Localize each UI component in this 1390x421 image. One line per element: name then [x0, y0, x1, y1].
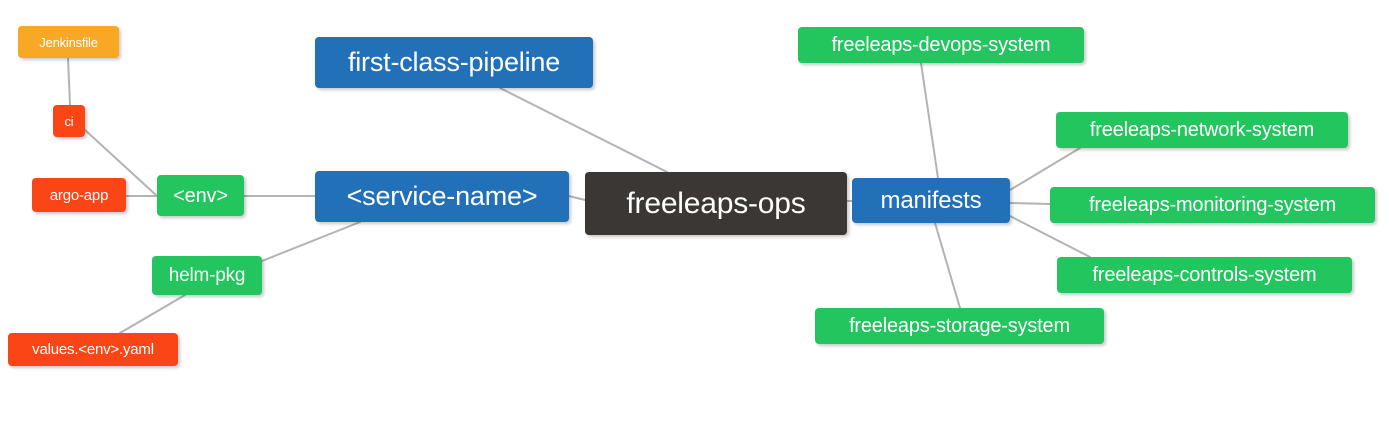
node-freeleaps-devops-system[interactable]: freeleaps-devops-system — [798, 27, 1084, 63]
node-label-manifests: manifests — [880, 186, 982, 214]
edge-helm-pkg-to-values-yaml — [119, 294, 186, 334]
edge-first-class-pipeline-to-freeleaps-ops — [499, 87, 668, 173]
node-label-env: <env> — [173, 184, 228, 207]
node-label-argo-app: argo-app — [49, 186, 109, 204]
node-label-ci: ci — [64, 113, 74, 129]
node-label-first-class-pipeline: first-class-pipeline — [347, 47, 561, 77]
node-manifests[interactable]: manifests — [852, 178, 1010, 223]
edge-manifests-to-freeleaps-monitoring-system — [1009, 202, 1051, 205]
node-freeleaps-ops[interactable]: freeleaps-ops — [585, 172, 847, 235]
node-label-freeleaps-devops-system: freeleaps-devops-system — [831, 34, 1051, 56]
node-label-values-yaml: values.<env>.yaml — [32, 341, 154, 358]
node-label-freeleaps-monitoring-system: freeleaps-monitoring-system — [1089, 194, 1336, 216]
node-label-freeleaps-storage-system: freeleaps-storage-system — [849, 315, 1070, 337]
edge-manifests-to-freeleaps-controls-system — [1009, 215, 1091, 258]
edge-manifests-to-freeleaps-network-system — [1009, 147, 1081, 191]
node-label-helm-pkg: helm-pkg — [168, 265, 246, 286]
node-env[interactable]: <env> — [157, 175, 244, 216]
node-freeleaps-network-system[interactable]: freeleaps-network-system — [1056, 112, 1348, 148]
node-label-service-name: <service-name> — [346, 181, 538, 211]
edge-jenkinsfile-to-ci — [67, 57, 71, 106]
node-service-name[interactable]: <service-name> — [315, 171, 569, 222]
node-freeleaps-controls-system[interactable]: freeleaps-controls-system — [1057, 257, 1352, 293]
edge-manifests-to-freeleaps-storage-system — [934, 222, 961, 309]
edge-ci-to-env — [84, 129, 158, 197]
edge-service-name-to-freeleaps-ops — [568, 195, 586, 201]
edge-service-name-to-helm-pkg — [261, 221, 361, 262]
node-values-yaml[interactable]: values.<env>.yaml — [8, 333, 178, 366]
node-first-class-pipeline[interactable]: first-class-pipeline — [315, 37, 593, 88]
node-ci[interactable]: ci — [53, 105, 85, 137]
node-freeleaps-storage-system[interactable]: freeleaps-storage-system — [815, 308, 1104, 344]
node-freeleaps-monitoring-system[interactable]: freeleaps-monitoring-system — [1050, 187, 1375, 223]
node-label-freeleaps-ops: freeleaps-ops — [626, 186, 806, 220]
node-label-jenkinsfile: Jenkinsfile — [39, 34, 98, 50]
edge-manifests-to-freeleaps-devops-system — [920, 62, 939, 179]
node-jenkinsfile[interactable]: Jenkinsfile — [18, 26, 119, 58]
node-helm-pkg[interactable]: helm-pkg — [152, 256, 262, 295]
node-argo-app[interactable]: argo-app — [32, 178, 126, 212]
node-label-freeleaps-controls-system: freeleaps-controls-system — [1092, 264, 1317, 286]
node-label-freeleaps-network-system: freeleaps-network-system — [1089, 119, 1315, 141]
